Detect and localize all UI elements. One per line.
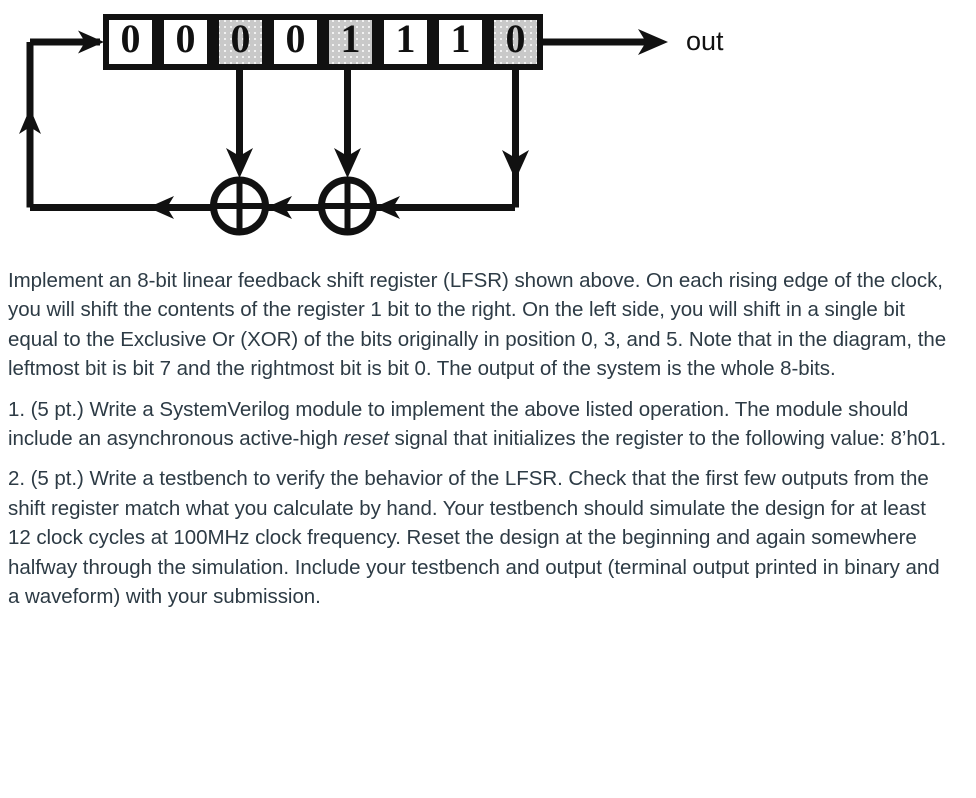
- register-cell-value: 0: [286, 16, 306, 61]
- output-wire: out: [543, 26, 724, 56]
- register-cell-bit4: 0: [274, 16, 317, 64]
- intro-paragraph: Implement an 8-bit linear feedback shift…: [8, 269, 947, 381]
- arrowhead-left-icon: [266, 196, 292, 219]
- register-cell-bit5: 0: [219, 16, 262, 64]
- arrowhead-left-icon: [374, 196, 400, 219]
- register-cell-value: 0: [176, 16, 196, 61]
- item1-text-before-italic: 1. (5 pt.) Write a SystemVerilog module …: [8, 397, 909, 451]
- register-cells: 0 0 0 0 1: [109, 16, 537, 64]
- xor-gate-2: [318, 176, 377, 236]
- arrowhead-right-icon: [638, 29, 668, 55]
- xor-gate-1: [210, 176, 269, 236]
- lfsr-diagram: 0 0 0 0 1: [0, 0, 976, 252]
- register-cell-bit0: 0: [494, 16, 537, 64]
- item1-text-after-italic: signal that initializes the register to …: [388, 427, 947, 451]
- register-cell-value: 1: [451, 16, 471, 61]
- item1-italic-keyword: reset: [343, 427, 389, 451]
- tap-wire-bit0: [502, 70, 529, 208]
- register-cell-value: 1: [341, 16, 361, 61]
- tap-wire-bit3: [334, 70, 361, 178]
- register-cell-bit2: 1: [384, 16, 427, 64]
- register-cell-bit1: 1: [439, 16, 482, 64]
- arrowhead-left-icon: [148, 196, 174, 219]
- register-cell-bit3: 1: [329, 16, 372, 64]
- register-cell-value: 0: [506, 16, 526, 61]
- arrowhead-right-icon: [78, 30, 104, 54]
- question-item-2: 2. (5 pt.) Write a testbench to verify t…: [8, 467, 940, 609]
- tap-wire-bit5: [226, 70, 253, 178]
- arrowhead-down-icon: [502, 150, 529, 180]
- register-cell-bit6: 0: [164, 16, 207, 64]
- arrowhead-down-icon: [226, 148, 253, 178]
- question-prose: Implement an 8-bit linear feedback shift…: [8, 266, 952, 611]
- output-label: out: [686, 26, 724, 56]
- register-cell-value: 0: [121, 16, 141, 61]
- register-cell-value: 1: [396, 16, 416, 61]
- arrowhead-up-icon: [19, 108, 41, 134]
- question-item-1: 1. (5 pt.) Write a SystemVerilog module …: [8, 395, 952, 454]
- arrowhead-down-icon: [334, 148, 361, 178]
- register-cell-value: 0: [231, 16, 251, 61]
- register-cell-bit7: 0: [109, 16, 152, 64]
